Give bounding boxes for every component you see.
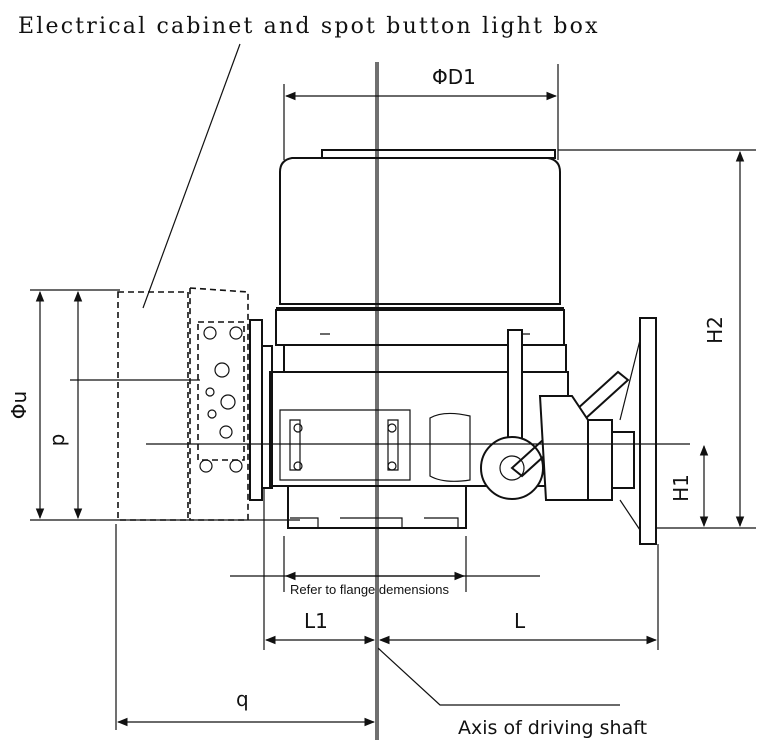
- label-refer-flange: Refer to flange demensions: [290, 582, 449, 597]
- label-l: L: [514, 609, 526, 633]
- label-phi-u: Φu: [7, 391, 31, 419]
- label-axis-driving-shaft: Axis of driving shaft: [458, 717, 647, 739]
- axis-leader-line: [377, 647, 620, 706]
- label-q: q: [236, 687, 249, 711]
- title-leader-line: [142, 43, 241, 309]
- handwheel-mechanism: [480, 317, 657, 545]
- label-phi-d1: ΦD1: [432, 65, 476, 89]
- label-h1: H1: [669, 474, 693, 502]
- label-h2: H2: [703, 316, 727, 344]
- diagram-title: Electrical cabinet and spot button light…: [18, 14, 600, 39]
- electrical-cabinet: [117, 287, 273, 521]
- label-l1: L1: [304, 609, 328, 633]
- label-p: p: [45, 434, 69, 447]
